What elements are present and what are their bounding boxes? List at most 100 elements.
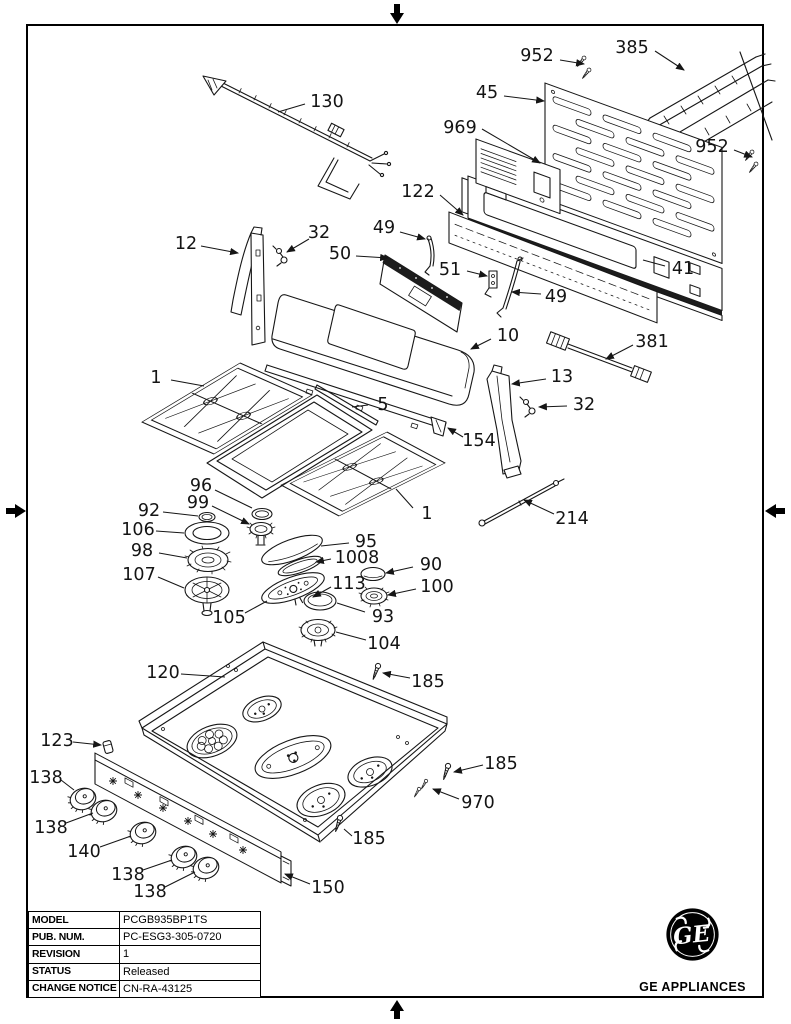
callout-number: 10 [497,326,519,346]
info-value: Released [119,962,261,981]
info-label: REVISION [28,945,120,964]
callout-95: 95 [320,532,377,552]
callout-number: 969 [443,118,476,138]
callout-leader [510,288,542,297]
callout-32: 32 [286,223,330,253]
callout-leader [320,542,350,547]
callout-number: 12 [175,234,197,254]
callout-number: 214 [555,509,588,529]
registration-arrow-left [6,504,26,518]
vent-slat [480,148,517,162]
callout-106: 106 [121,520,185,540]
callout-5: 5 [351,395,389,415]
callout-leader [523,499,555,515]
vent-louver [552,96,592,116]
vent-louver [652,132,692,153]
callout-leader [642,259,666,267]
callout-140: 140 [67,835,132,862]
part-98-burner-head [184,545,232,575]
part-214-rod [478,478,565,527]
part-104-burner-base [298,618,338,647]
callout-leader [537,403,568,411]
callout-leader [559,59,586,67]
part-140-knob [124,818,160,851]
screws-970 [412,778,429,799]
callout-number: 92 [138,501,160,521]
callout-leader [99,835,132,848]
vent-louver [602,114,642,134]
callout-952: 952 [695,137,753,158]
callout-number: 138 [111,865,144,885]
callout-number: 185 [484,754,517,774]
callout-leader [452,764,484,774]
info-label: MODEL [28,910,120,930]
callout-leader [60,779,75,791]
callout-113: 113 [312,574,366,598]
vent-slat [480,171,517,185]
screw-185-b [440,762,452,782]
vent-slat [480,157,517,172]
part-95-oval-cap [261,534,323,566]
callout-leader [336,602,366,613]
info-label: CHANGE NOTICE [28,979,120,998]
callout-385: 385 [615,38,685,71]
callout-leader [277,103,306,113]
callout-969: 969 [443,118,541,164]
callout-leader [314,556,332,565]
part-154-clip [430,416,447,437]
vent-louver [575,147,615,167]
callout-number: 952 [520,46,553,66]
callout-49: 49 [373,218,427,241]
callout-leader [343,828,353,837]
callout-32: 32 [537,395,595,415]
callout-leader [447,427,464,438]
callout-number: 970 [461,793,494,813]
callout-90: 90 [384,555,442,575]
callout-number: 185 [411,672,444,692]
callout-number: 123 [40,731,73,751]
callout-number: 104 [367,634,400,654]
part-12-side-bracket [230,226,266,346]
part-969-control-housing [475,138,561,215]
callout-number: 98 [131,541,153,561]
callout-leader [170,379,205,387]
callout-number: 32 [573,395,595,415]
callout-1: 1 [395,488,433,524]
callout-leader [605,344,634,360]
registration-arrow-top [390,4,404,24]
callout-185: 185 [343,828,386,849]
callout-number: 49 [373,218,395,238]
vent-louver [602,142,642,163]
callout-number: 138 [34,818,67,838]
callout-leader [157,576,185,589]
info-label: STATUS [28,962,120,981]
part-10-control-panel [271,294,475,406]
callout-number: 45 [476,83,498,103]
callout-number: 41 [672,259,694,279]
vent-slat [480,162,517,176]
callout-107: 107 [122,565,185,589]
callout-154: 154 [447,427,496,451]
callout-leader [481,128,541,164]
part-122-insulation [448,211,658,324]
part-51-bracket [484,270,498,298]
callout-381: 381 [605,332,669,360]
callout-leader [381,670,411,679]
callout-214: 214 [523,499,589,529]
callout-number: 140 [67,842,100,862]
callout-number: 113 [332,574,365,594]
vent-louver [652,189,692,209]
callout-number: 1008 [335,548,380,568]
vent-louver [602,199,642,220]
callout-number: 105 [212,608,245,628]
part-1-grate-left [141,362,313,455]
callout-leader [399,231,427,241]
part-50-control-glass [379,254,463,333]
callout-number: 51 [439,260,461,280]
vent-louver [552,124,592,145]
vent-louver [625,165,665,185]
